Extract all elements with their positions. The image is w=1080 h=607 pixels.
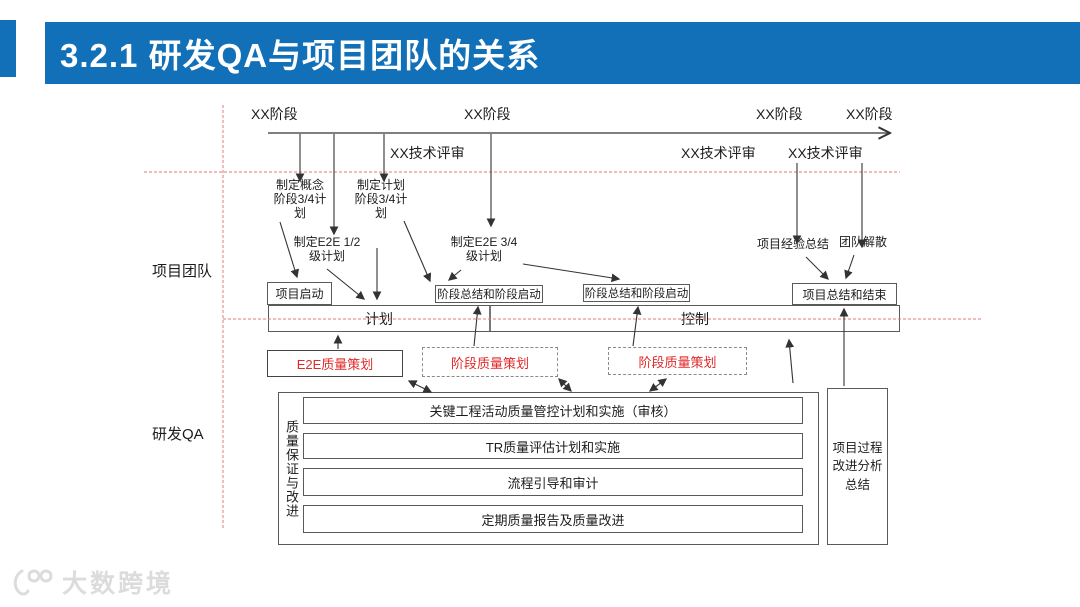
qa-group-label: 质量保证与改进 [284,420,299,518]
review-label-2: XX技术评审 [681,145,756,161]
stage-summary-box-2: 阶段总结和阶段启动 [583,284,690,302]
left-accent-bar [0,20,16,77]
phase-label-1: XX阶段 [251,106,298,122]
watermark-logo: 大数跨境 [10,564,174,600]
phase-label-3: XX阶段 [756,106,803,122]
phase-bar-control-segment: 控制 [681,310,709,327]
annotation-team-disband: 团队解散 [839,235,888,249]
dblarrow-e2eplan-activity [407,380,433,393]
phase-bar: 计划 控制 [268,305,900,332]
phase-label-4: XX阶段 [846,106,893,122]
annotation-concept-plan: 制定概念 阶段3/4计 划 [273,178,327,220]
stage-summary-box-1: 阶段总结和阶段启动 [435,285,543,303]
phase-label-2: XX阶段 [464,106,511,122]
dblarrow-stageplan2-activity [648,378,668,392]
lane-label-rd-qa: 研发QA [152,426,204,443]
annotation-e2e-34-plan: 制定E2E 3/4 级计划 [450,235,518,263]
qa-activity-tr-eval: TR质量评估计划和实施 [303,433,803,459]
project-end-box: 项目总结和结束 [792,283,897,305]
review-label-1: XX技术评审 [390,145,465,161]
qa-activity-audit: 关键工程活动质量管控计划和实施（审核） [303,397,803,424]
stage-quality-plan-box-2: 阶段质量策划 [608,347,747,375]
arrow-e2e12-to-bar-a [326,268,366,300]
logo-text: 大数跨境 [62,570,175,598]
e2e-quality-plan-box: E2E质量策划 [267,350,403,377]
arrow-bigbox-to-bar [785,338,795,384]
dblarrow-stageplan1-activity [558,378,572,392]
arrow-disband-to-end [844,254,855,280]
arrow-e2e34-to-stage1 [447,269,462,281]
phase-bar-plan-segment: 计划 [269,306,491,331]
stage-quality-plan-box-1: 阶段质量策划 [422,347,558,377]
annotation-e2e-12-plan: 制定E2E 1/2 级计划 [293,235,361,263]
qa-activity-process-guide: 流程引导和审计 [303,468,803,496]
arrow-plan-to-stage1 [403,220,432,283]
annotation-experience-summary: 项目经验总结 [757,237,830,251]
lane-label-project-team: 项目团队 [152,263,213,280]
arrow-e2e34-to-stage2 [522,263,621,283]
project-start-box: 项目启动 [267,282,332,305]
logo-icon [13,569,53,596]
qa-activity-quality-report: 定期质量报告及质量改进 [303,505,803,533]
page-title: 3.2.1 研发QA与项目团队的关系 [60,37,541,74]
process-improvement-box: 项目过程改进分析总结 [827,388,888,545]
annotation-plan-phase-plan: 制定计划 阶段3/4计 划 [354,178,408,220]
title-banner: 3.2.1 研发QA与项目团队的关系 [45,22,1080,84]
arrow-experience-to-end [805,256,829,280]
review-label-3: XX技术评审 [788,145,863,161]
